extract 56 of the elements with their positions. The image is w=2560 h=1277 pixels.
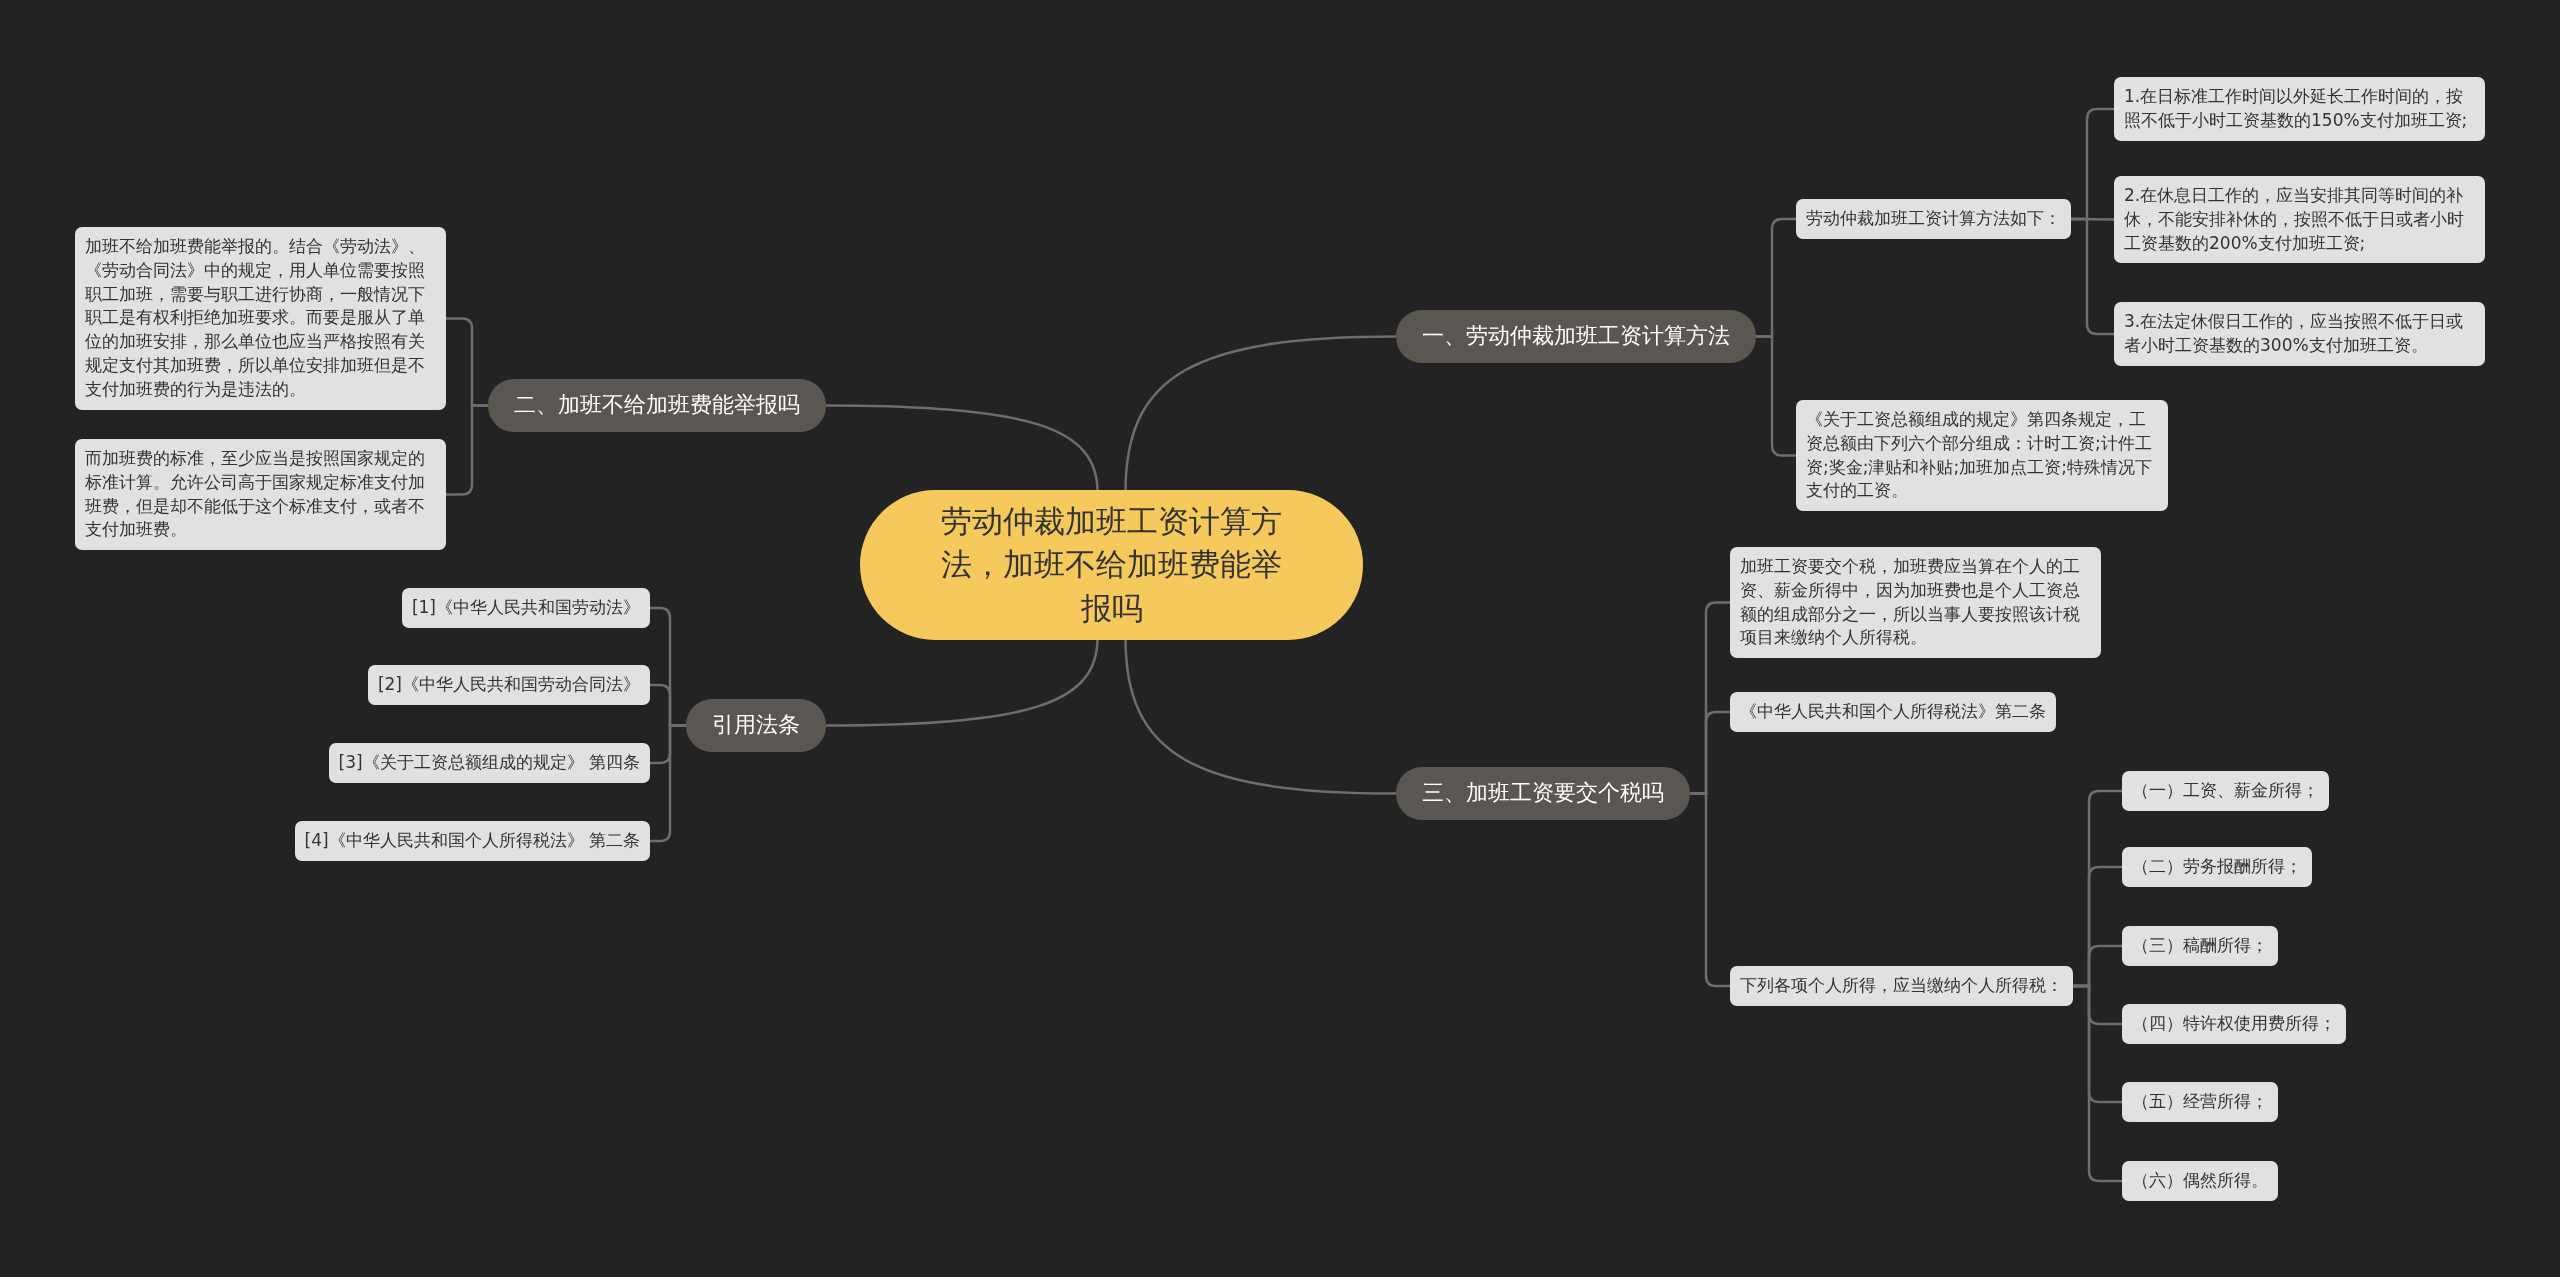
connector-line [826,637,1099,727]
note-box [1730,547,2101,659]
note-text: 2.在休息日工作的，应当安排其同等时间的补休，不能安排补休的，按照不低于日或者小时工资基数的200%支付加班工资; [2124,185,2464,253]
note-text: 《关于工资总额组成的规定》第四条规定，工资总额由下列六个部分组成：计时工资;计件工资;奖金;津贴和补贴;加班加点工资;特殊情况下支付的工资。 [1806,409,2152,501]
note-box [75,227,446,410]
branch-topic [488,379,826,432]
note-box [2122,847,2312,887]
note-text: [2]《中华人民共和国劳动合同法》 [377,674,640,694]
note-text: 1.在日标准工作时间以外延长工作时间的，按照不低于小时工资基数的150%支付加班工资; [2124,86,2468,130]
connector-line [826,404,1099,493]
note-box [328,743,650,783]
branch-text: 引用法条 [712,712,800,737]
note-text: 下列各项个人所得，应当缴纳个人所得税： [1740,975,2063,995]
note-box [401,588,650,628]
connector-line [1756,335,1796,457]
note-box [367,665,650,705]
note-box [75,439,446,551]
note-text: [1]《中华人民共和国劳动法》 [411,597,640,617]
note-box [2122,771,2329,811]
branch-text: 三、加班工资要交个税吗 [1422,780,1664,805]
note-box [1730,966,2073,1006]
note-text: 加班不给加班费能举报的。结合《劳动法》、《劳动合同法》中的规定，用人单位需要按照职工加班，需要与职工进行协商，一般情况下职工是有权利拒绝加班要求。而要是服从了单位的加班安排，那么单位也应当严格按照有关规定支付其加班费，所以单位安排加班但是不支付加班费的行为是违法的。 [85,236,425,399]
note-box [2114,302,2485,366]
branch-topic [1396,767,1690,820]
note-text: （四）特许权使用费所得； [2132,1013,2336,1033]
note-box [1796,199,2071,239]
connector-line [1124,637,1397,795]
connector-line [1690,792,1730,988]
branch-topic [686,699,826,752]
note-text: 《中华人民共和国个人所得税法》第二条 [1740,701,2046,721]
note-text: [4]《中华人民共和国个人所得税法》 第二条 [304,830,640,850]
note-text: 劳动仲裁加班工资计算方法如下： [1806,208,2061,228]
note-text: [3]《关于工资总额组成的规定》 第四条 [338,752,640,772]
note-box [1796,400,2168,512]
branch-text: 一、劳动仲裁加班工资计算方法 [1422,323,1730,348]
topic-text: 劳动仲裁加班工资计算方法，加班不给加班费能举报吗 [940,501,1283,628]
note-text: （三）稿酬所得； [2132,935,2268,955]
branch-text: 二、加班不给加班费能举报吗 [514,392,800,417]
note-text: （六）偶然所得。 [2132,1170,2268,1190]
note-text: （五）经营所得； [2132,1091,2268,1111]
note-box [2122,1161,2278,1201]
note-box [294,821,650,861]
note-text: 加班工资要交个税，加班费应当算在个人的工资、薪金所得中，因为加班费也是个人工资总额的组成部分之一，所以当事人要按照该计税项目来缴纳个人所得税。 [1740,556,2080,648]
connector-line [650,724,686,843]
note-text: （一）工资、薪金所得； [2132,780,2319,800]
connector-line [1124,335,1397,493]
note-box [1730,692,2056,732]
branch-topic [1396,310,1756,363]
note-box [2114,176,2485,264]
note-box [2114,77,2485,141]
note-box [2122,1082,2278,1122]
note-text: （二）劳务报酬所得； [2132,856,2302,876]
note-text: 3.在法定休假日工作的，应当按照不低于日或者小时工资基数的300%支付加班工资。 [2124,311,2464,355]
note-box [2122,1004,2346,1044]
note-text: 而加班费的标准，至少应当是按照国家规定的标准计算。允许公司高于国家规定标准支付加班费，但是却不能低于这个标准支付，或者不支付加班费。 [85,448,425,540]
note-box [2122,926,2278,966]
